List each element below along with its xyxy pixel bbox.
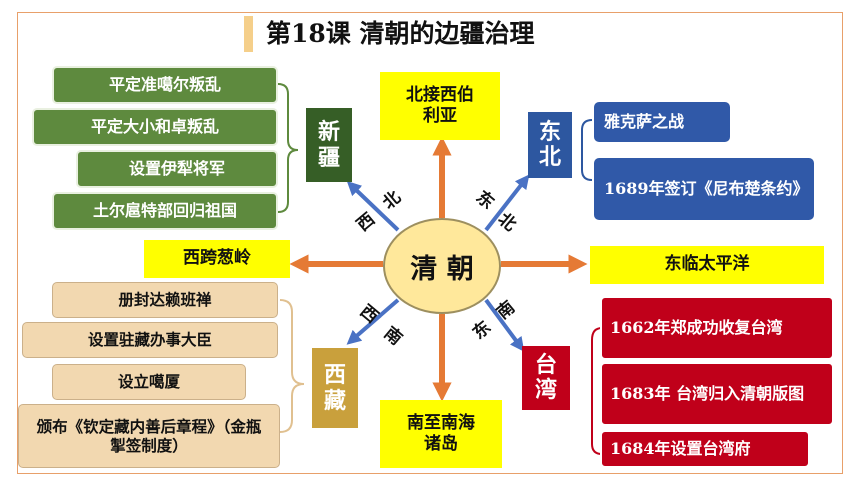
xizang-item: 册封达赖班禅 (52, 282, 278, 318)
arrow-northeast (484, 174, 530, 232)
bracket-xinjiang (277, 83, 299, 213)
slide-frame (17, 12, 843, 474)
xinjiang-item: 平定大小和卓叛乱 (32, 108, 278, 146)
taiwan-item: 1684年设置台湾府 (600, 430, 810, 468)
direction-north-text: 北接西伯利亚 (406, 84, 474, 126)
xizang-item: 颁布《钦定藏内善后章程》（金瓶掣签制度） (18, 404, 280, 468)
qing-dynasty-center: 清 朝 (383, 218, 501, 314)
bracket-taiwan (591, 327, 603, 455)
bracket-dongbei (581, 119, 593, 181)
xinjiang-item: 平定准噶尔叛乱 (52, 66, 278, 104)
direction-south-box: 南至南海诸岛 (380, 400, 502, 468)
bracket-xizang (279, 299, 305, 433)
arrow-southwest (346, 298, 400, 345)
xinjiang-item: 土尔扈特部回归祖国 (52, 192, 278, 230)
direction-west-box: 西跨葱岭 (144, 240, 290, 278)
xinjiang-item: 设置伊犁将军 (76, 150, 278, 188)
taiwan-label-text: 台湾 (534, 351, 557, 403)
arrow-northwest (346, 181, 400, 232)
direction-north-box: 北接西伯利亚 (380, 72, 500, 140)
title-accent-bar (244, 16, 253, 52)
xinjiang-label-text: 新疆 (317, 118, 340, 171)
taiwan-item: 1662年郑成功收复台湾 (600, 296, 834, 360)
direction-east-text: 东临太平洋 (664, 254, 750, 275)
arrow-southeast (484, 298, 525, 352)
taiwan-item: 1683年 台湾归入清朝版图 (600, 362, 834, 426)
direction-south-text: 南至南海诸岛 (407, 412, 475, 454)
direction-west-text: 西跨葱岭 (183, 248, 251, 269)
taiwan-label: 台湾 (522, 346, 570, 410)
dongbei-label-text: 东北 (538, 118, 561, 170)
dongbei-label: 东北 (528, 112, 572, 178)
xizang-label-text: 西藏 (323, 361, 346, 414)
xizang-label: 西藏 (312, 348, 358, 428)
xizang-item: 设置驻藏办事大臣 (22, 322, 278, 358)
xinjiang-label: 新疆 (306, 108, 352, 182)
xizang-item: 设立噶厦 (52, 364, 246, 400)
dongbei-item: 1689年签订《尼布楚条约》 (594, 158, 814, 220)
dongbei-item: 雅克萨之战 (594, 102, 730, 142)
page-title: 第18课 清朝的边疆治理 (266, 19, 535, 48)
direction-east-box: 东临太平洋 (590, 246, 824, 284)
